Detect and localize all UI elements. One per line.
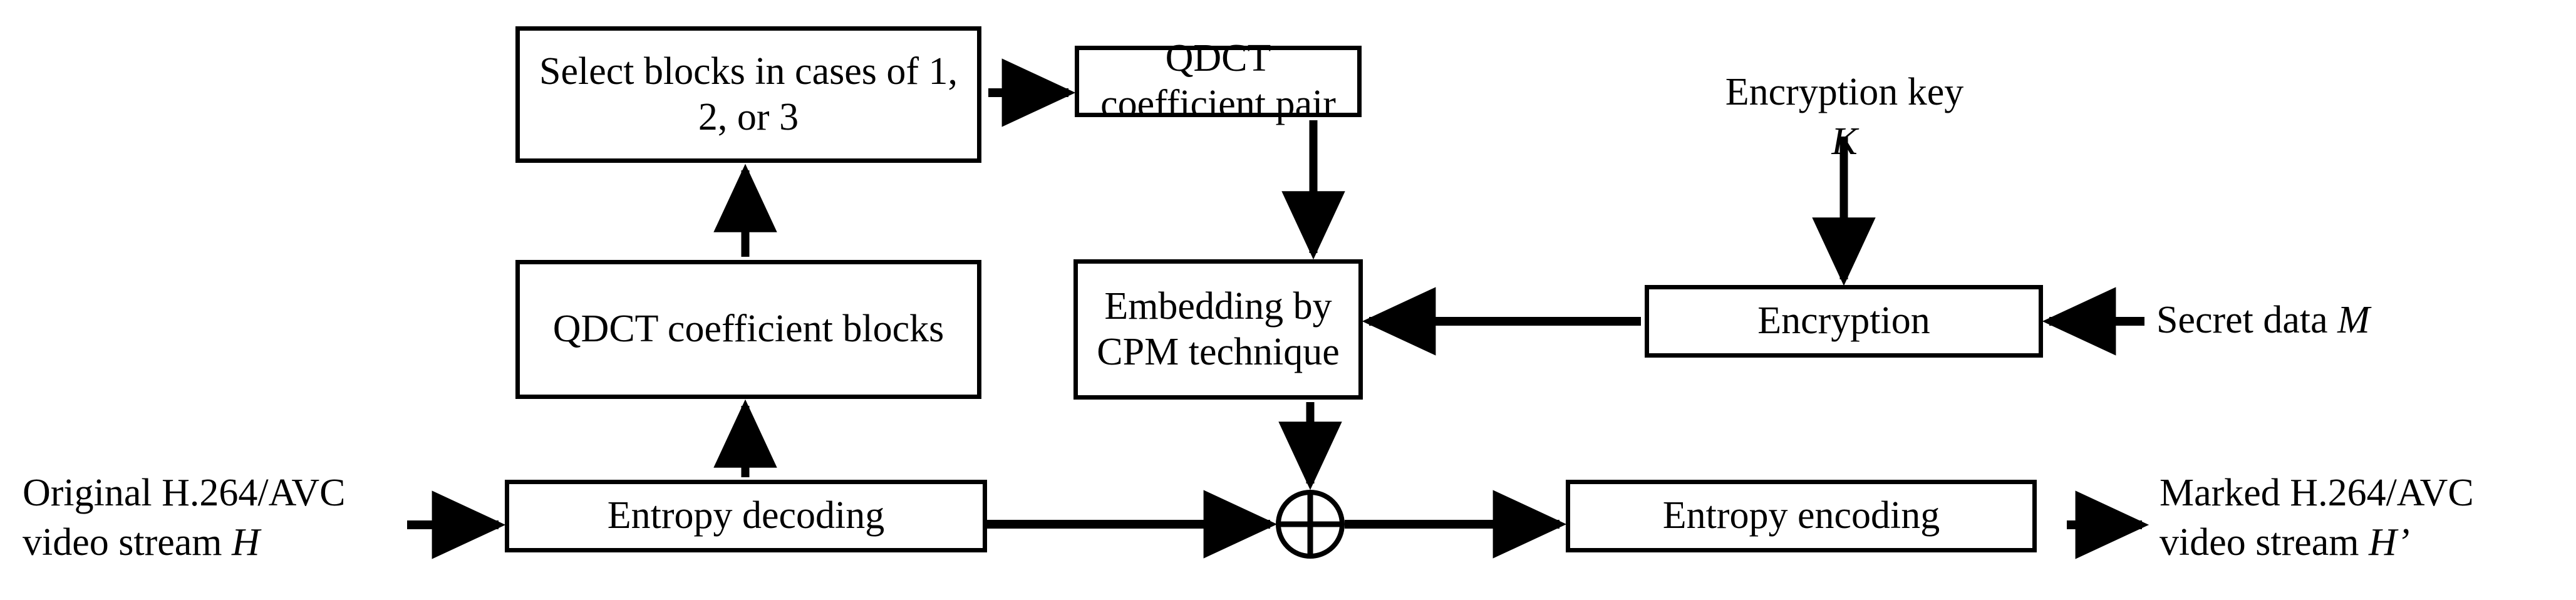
label-original-video-stream-line1: Original H.264/AVC [23,472,346,514]
label-marked-video-stream-symbol: H’ [2369,521,2410,564]
node-entropy-decoding[interactable]: Entropy decoding [505,480,987,552]
xor-operator-icon[interactable] [1276,490,1345,559]
node-encryption[interactable]: Encryption [1645,285,2043,358]
node-qdct-coefficient-blocks-label: QDCT coefficient blocks [552,308,944,351]
node-embedding-by-cpm-label: Embedding by CPM technique [1097,284,1340,373]
node-entropy-encoding-label: Entropy encoding [1662,494,1940,537]
node-qdct-coefficient-blocks[interactable]: QDCT coefficient blocks [515,260,981,399]
node-entropy-encoding[interactable]: Entropy encoding [1566,480,2037,552]
label-original-video-stream-symbol: H [232,521,260,564]
label-secret-data: Secret data M [2156,296,2532,345]
node-qdct-coefficient-pair[interactable]: QDCT coefficient pair [1075,37,1362,125]
label-encryption-key-symbol: K [1831,120,1858,163]
node-entropy-decoding-label: Entropy decoding [607,494,885,537]
label-secret-data-text: Secret data [2156,299,2338,341]
label-marked-video-stream-line1: Marked H.264/AVC [2160,472,2474,514]
label-original-video-stream: Original H.264/AVC video stream H [23,468,423,568]
label-encryption-key: Encryption key K [1719,68,1970,167]
label-encryption-key-text: Encryption key [1725,71,1964,113]
node-select-blocks-label: Select blocks in cases of 1, 2, or 3 [539,49,958,138]
node-qdct-coefficient-pair-label: QDCT coefficient pair [1100,36,1336,125]
node-embedding-by-cpm[interactable]: Embedding by CPM technique [1073,259,1363,400]
label-marked-video-stream: Marked H.264/AVC video stream H’ [2160,468,2560,568]
label-secret-data-symbol: M [2337,299,2370,341]
node-encryption-label: Encryption [1757,299,1930,343]
node-select-blocks[interactable]: Select blocks in cases of 1, 2, or 3 [515,26,981,163]
label-marked-video-stream-line2: video stream [2160,521,2369,564]
label-original-video-stream-line2: video stream [23,521,232,564]
